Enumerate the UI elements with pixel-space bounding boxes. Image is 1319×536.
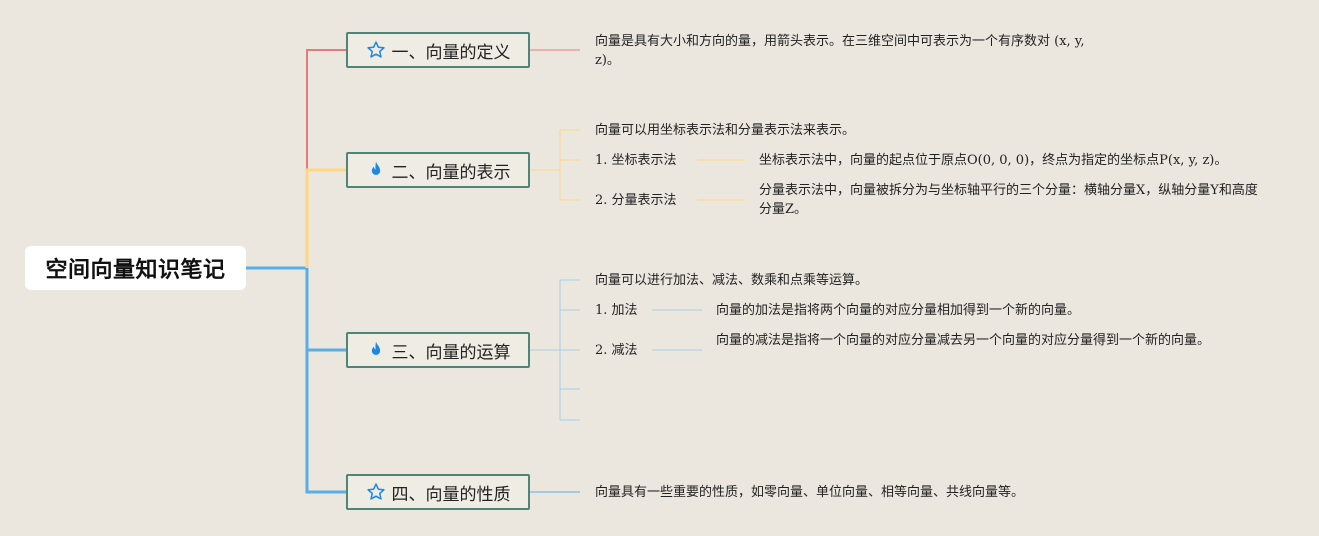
star-outline-icon [366, 41, 385, 58]
branch-title: 一、向量的定义 [391, 42, 511, 63]
leaf-detail[interactable]: 向量的减法是指将一个向量的对应分量减去另一个向量的对应分量得到一个新的向量。 [716, 333, 1211, 348]
branch-node-representation[interactable]: 二、向量的表示 [346, 152, 530, 188]
branch-4-connector [305, 268, 346, 494]
leaf-detail[interactable]: 坐标表示法中，向量的起点位于原点O(0, 0, 0)，终点为指定的坐标点P(x,… [759, 153, 1228, 168]
branch-2-connector [305, 168, 346, 268]
leaf-intro[interactable]: 向量可以用坐标表示法和分量表示法来表示。 [595, 123, 856, 138]
branch-3-sub-lines [530, 279, 580, 421]
leaf-detail[interactable]: 分量表示法中，向量被拆分为与坐标轴平行的三个分量：横轴分量X，纵轴分量Y和高度分… [759, 183, 1258, 217]
branch-node-properties[interactable]: 四、向量的性质 [346, 474, 530, 510]
branch-node-operations[interactable]: 三、向量的运算 [346, 332, 530, 368]
branch-title: 三、向量的运算 [391, 342, 511, 363]
root-title[interactable]: 空间向量知识笔记 [25, 246, 246, 290]
branch-1-connector [306, 49, 346, 268]
leaf-label[interactable]: 2. 减法 [595, 343, 638, 358]
branch-title: 四、向量的性质 [391, 484, 511, 505]
flame-icon [371, 161, 380, 175]
star-outline-icon [366, 483, 385, 500]
branch-title: 二、向量的表示 [391, 162, 511, 183]
leaf-intro[interactable]: 向量可以进行加法、减法、数乘和点乘等运算。 [595, 273, 869, 288]
leaf-text[interactable]: 向量是具有大小和方向的量，用箭头表示。在三维空间中可表示为一个有序数对 (x, … [595, 34, 1085, 68]
flame-icon [371, 341, 380, 355]
leaf-label[interactable]: 1. 坐标表示法 [595, 153, 677, 168]
branch-3-connector [305, 268, 346, 352]
leaf-label[interactable]: 1. 加法 [595, 303, 638, 318]
branch-2-sub-lines [530, 129, 580, 201]
leaf-label[interactable]: 2. 分量表示法 [595, 193, 677, 208]
branch-node-definition[interactable]: 一、向量的定义 [346, 32, 530, 68]
leaf-text[interactable]: 向量具有一些重要的性质，如零向量、单位向量、相等向量、共线向量等。 [595, 485, 1025, 500]
leaf-detail[interactable]: 向量的加法是指将两个向量的对应分量相加得到一个新的向量。 [716, 303, 1081, 318]
